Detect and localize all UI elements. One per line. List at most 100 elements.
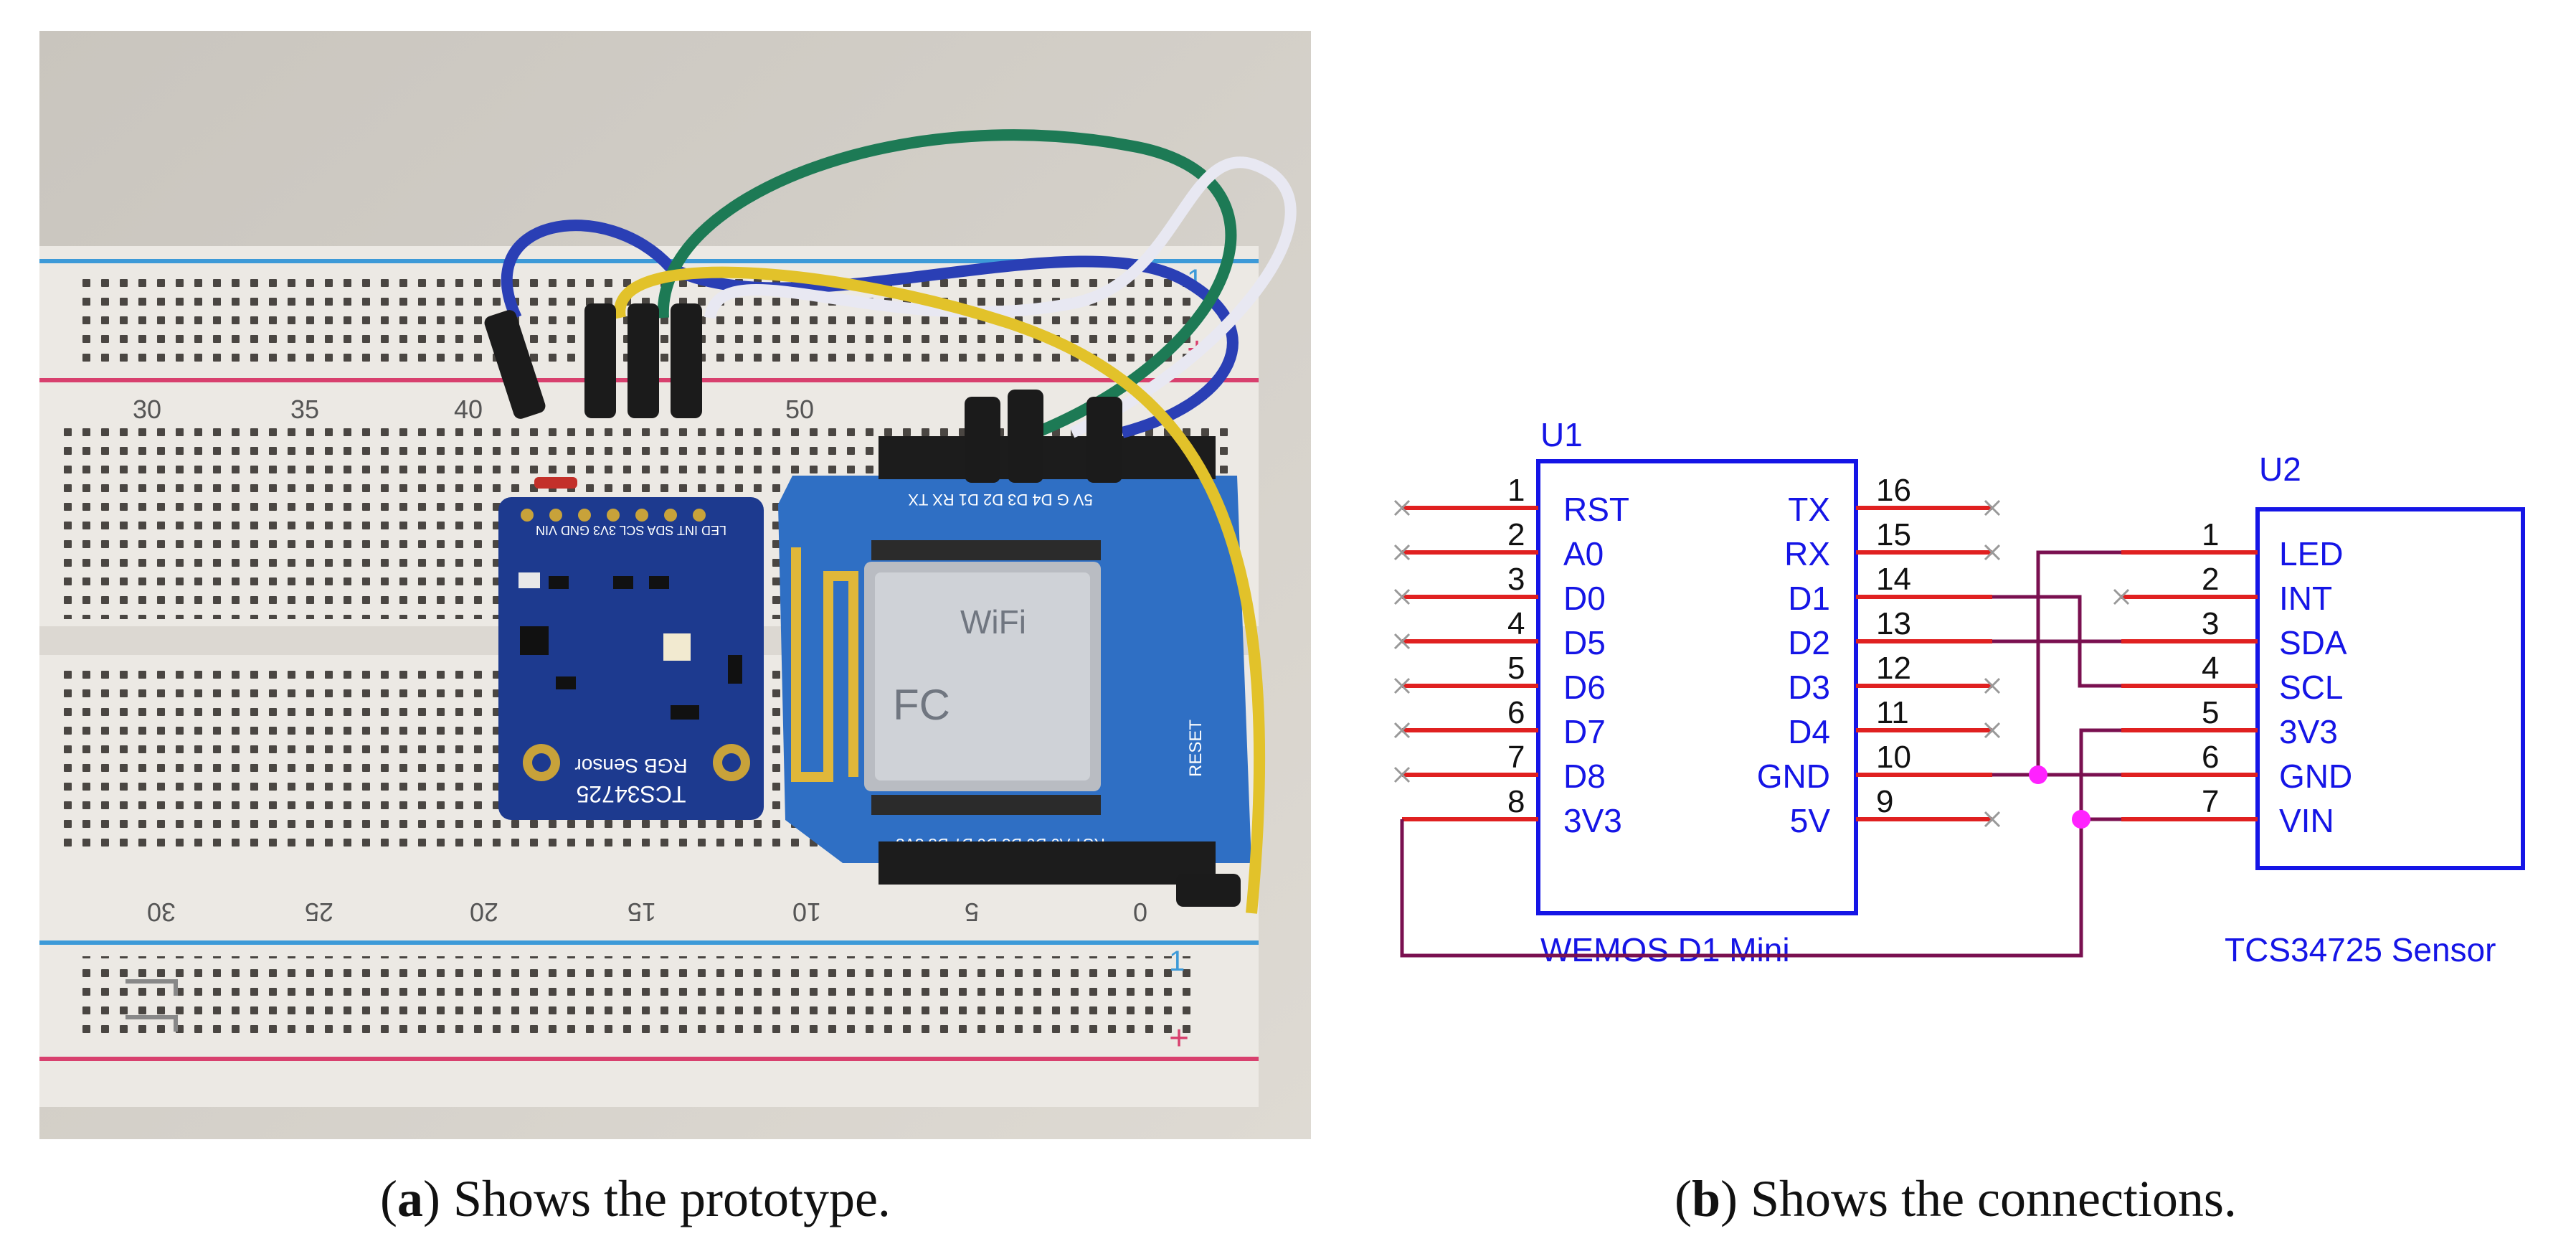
u1-name: WEMOS D1 Mini [1540, 931, 1790, 968]
u2-pin-5: 5 3V3 [2121, 695, 2338, 750]
wire-blue [501, 220, 1239, 438]
u1-pin-12: 12 D3 [1788, 651, 2001, 706]
u1-pin-1: 1 RST [1393, 473, 1629, 528]
sensor-pin-labels: LED INT SDA SCL 3V3 GND VIN [536, 523, 726, 537]
u1-pin-13: 13 D2 [1788, 606, 1992, 661]
wire-yellow [614, 266, 1266, 914]
u2-pin-1-num: 1 [2202, 517, 2219, 552]
u1-pin-6-num: 6 [1507, 695, 1525, 730]
bb-num-bottom-2: 20 [470, 897, 498, 927]
wire-white [704, 156, 1297, 438]
u1-pin-15: 15 RX [1784, 517, 2001, 572]
bb-num-bottom-1: 25 [305, 897, 333, 927]
u1-pin-9-num: 9 [1876, 784, 1893, 819]
caption-b-letter: b [1691, 1170, 1721, 1227]
u1-pin-8: 8 3V3 [1402, 784, 1622, 839]
u2-pin-3-label: SDA [2279, 624, 2347, 661]
u1-left-pins: 1 RST 2 A0 3 D0 4 D5 [1393, 473, 1629, 839]
u2-pin-6-num: 6 [2202, 740, 2219, 775]
u1-pin-3: 3 D0 [1393, 562, 1606, 617]
wemos-header-top [879, 436, 1216, 479]
u1-pin-11-label: D4 [1788, 713, 1830, 750]
bb-num-top-0: 30 [133, 395, 161, 424]
u1-pin-16: 16 TX [1788, 473, 2001, 528]
net-led-gnd [2036, 550, 2121, 775]
u1-pin-14: 14 D1 [1788, 562, 1992, 617]
u1-pin-13-label: D2 [1788, 624, 1830, 661]
u1-pin-7-num: 7 [1507, 740, 1525, 775]
u1-pin-2: 2 A0 [1393, 517, 1604, 572]
u1-pin-10-num: 10 [1876, 740, 1911, 775]
u2-name: TCS34725 Sensor [2225, 931, 2496, 968]
u1-pin-3-num: 3 [1507, 562, 1525, 597]
u1-pin-11-num: 11 [1876, 695, 1909, 730]
u1-pin-7-label: D8 [1563, 758, 1606, 795]
module-label-fc: FC [893, 681, 950, 729]
wemos-reset-label: RESET [1186, 720, 1206, 777]
u1-right-pins: 16 TX 15 RX 14 D1 13 D2 12 [1757, 473, 2001, 839]
u1-pin-9-label: 5V [1790, 802, 1831, 839]
u2-pin-5-num: 5 [2202, 695, 2219, 730]
u2-pin-4-num: 4 [2202, 651, 2219, 686]
u2-pin-2: 2 INT [2113, 562, 2332, 617]
u1-pin-15-label: RX [1784, 535, 1830, 572]
sensor-board-sublabel: RGB Sensor [574, 755, 687, 777]
u2-pin-4-label: SCL [2279, 669, 2343, 706]
caption-a-text: Shows the prototype. [440, 1170, 891, 1227]
bb-num-bottom-4: 10 [792, 897, 821, 927]
u1-pin-7: 7 D8 [1393, 740, 1606, 795]
u1-pin-5-label: D6 [1563, 669, 1606, 706]
connection-schematic: U1 WEMOS D1 Mini U2 TCS34725 Sensor 1 RS… [1393, 416, 2525, 968]
wire-green [657, 129, 1237, 438]
u2-pin-6-label: GND [2279, 758, 2352, 795]
rail-holes-bottom [82, 956, 1201, 1042]
u1-pin-6-label: D7 [1563, 713, 1606, 750]
u2-pin-2-label: INT [2279, 580, 2332, 617]
prototype-photo: 30 35 40 50 30 25 20 15 10 5 0 1 + 1 + [39, 31, 1311, 1139]
u2-pin-7-num: 7 [2202, 784, 2219, 819]
junction-gnd [2029, 765, 2047, 784]
u1-pin-10: 10 GND [1757, 740, 1992, 795]
bb-num-bottom-6: 0 [1133, 897, 1147, 927]
wemos-d1-mini-board: WiFi FC 5V G D4 D3 D2 D1 RX TX RST A0 D0… [778, 476, 1251, 863]
jumper-connectors [484, 303, 1241, 907]
u1-pin-5: 5 D6 [1393, 651, 1606, 706]
u1-pin-14-label: D1 [1788, 580, 1830, 617]
u1-pin-13-num: 13 [1876, 606, 1911, 641]
bb-num-top-2: 40 [454, 395, 483, 424]
u1-pin-3-label: D0 [1563, 580, 1606, 617]
u2-box [2255, 507, 2525, 870]
u1-pin-12-num: 12 [1876, 651, 1911, 686]
tcs34725-sensor-board: LED INT SDA SCL 3V3 GND VIN TCS34725 RGB… [498, 497, 764, 820]
u1-pin-4: 4 D5 [1393, 606, 1606, 661]
u1-pin-8-num: 8 [1507, 784, 1525, 819]
u1-pin-1-label: RST [1563, 491, 1629, 528]
u2-pins: 1 LED 2 INT 3 SDA 4 SCL 5 3 [2113, 517, 2352, 839]
sensor-board-label: TCS34725 [577, 781, 686, 807]
u1-pin-10-label: GND [1757, 758, 1830, 795]
u1-pin-16-num: 16 [1876, 473, 1911, 508]
u2-pin-4: 4 SCL [2121, 651, 2343, 706]
rail-mark-3: + [1169, 1019, 1189, 1057]
bb-num-top-3: 50 [785, 395, 814, 424]
u1-pin-12-label: D3 [1788, 669, 1830, 706]
caption-b: (b) Shows the connections. [1675, 1170, 2237, 1227]
rail-red-bottom [39, 1057, 1259, 1061]
rail-blue-bottom [39, 940, 1259, 945]
u2-pin-7-label: VIN [2279, 802, 2334, 839]
sensor-jumper [534, 477, 577, 489]
rail-wire-1 [126, 979, 178, 996]
module-label-wifi: WiFi [960, 603, 1026, 641]
u1-pin-16-label: TX [1788, 491, 1830, 528]
u2-pin-6: 6 GND [2121, 740, 2352, 795]
rail-wire-2 [126, 1015, 178, 1032]
bb-num-bottom-0: 30 [147, 897, 176, 927]
bb-num-bottom-5: 5 [965, 897, 979, 927]
caption-b-text: Shows the connections. [1738, 1170, 2237, 1227]
junction-3v3 [2072, 810, 2090, 829]
u2-pin-1-label: LED [2279, 535, 2343, 572]
net-3v3-vin [1400, 728, 2121, 958]
caption-a: (a) Shows the prototype. [380, 1170, 891, 1227]
u1-pin-2-num: 2 [1507, 517, 1525, 552]
